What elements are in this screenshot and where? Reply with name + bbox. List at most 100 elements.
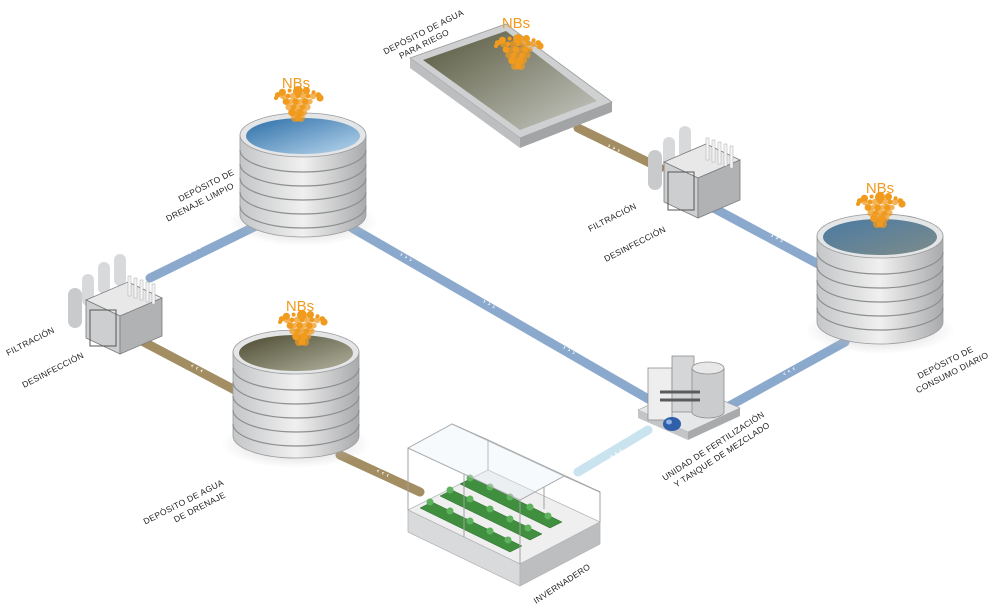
nb-bubble	[525, 41, 531, 47]
nb-bubble	[505, 51, 513, 59]
nb-bubble	[527, 46, 533, 53]
nb-bubble	[301, 338, 309, 346]
nb-bubble	[521, 46, 529, 53]
pipes: › › › › › › › › › › › › › › › ‹ ‹ ‹ ‹ ‹ …	[135, 123, 850, 497]
nb-bubble	[498, 36, 506, 44]
nb-bubble	[898, 200, 906, 208]
nbs-label: NBs	[866, 180, 894, 197]
nb-bubble	[869, 194, 874, 199]
greenhouse	[407, 423, 601, 587]
nbs-label: NBs	[282, 75, 310, 92]
nb-bubble	[300, 109, 308, 116]
nb-bubble	[867, 199, 873, 205]
nb-bubble	[536, 42, 544, 50]
nb-bubble	[306, 311, 314, 319]
nb-bubble	[301, 322, 308, 329]
nb-bubble	[282, 98, 290, 105]
label-drain-tank: DEPÓSITO DE AGUA DE DRENAJE	[142, 477, 228, 526]
nb-bubble	[523, 51, 531, 59]
nb-bubble	[879, 204, 886, 211]
nb-bubble	[289, 317, 295, 323]
nb-bubble	[304, 333, 312, 340]
nb-bubble	[867, 209, 875, 217]
nb-bubble	[311, 90, 316, 95]
nb-bubble	[517, 46, 524, 53]
pipe-filter-right-to-daily	[703, 200, 825, 270]
nb-bubble	[860, 194, 869, 202]
nb-bubble	[893, 196, 898, 201]
nb-bubble	[296, 322, 303, 329]
nb-bubble	[316, 94, 324, 102]
pipe-clean-tank-to-fert	[347, 223, 655, 405]
nb-bubble	[291, 312, 296, 317]
nb-bubble	[864, 204, 872, 211]
nb-bubble	[278, 88, 286, 96]
nb-bubble	[309, 317, 315, 323]
nb-bubble	[531, 38, 536, 43]
nb-bubble	[282, 312, 290, 320]
nb-bubble	[505, 41, 511, 47]
nb-bubble	[292, 98, 299, 105]
drain-tank	[221, 329, 371, 468]
nb-bubble	[285, 93, 291, 99]
nb-bubble	[507, 36, 512, 41]
nb-bubble	[307, 98, 313, 105]
nb-bubble	[887, 199, 893, 205]
nb-bubble	[297, 310, 307, 320]
nb-bubble	[320, 318, 328, 326]
nb-bubble	[882, 215, 890, 222]
pipe-greenhouse-to-drain	[335, 450, 425, 497]
nb-bubble	[287, 88, 292, 93]
filtration-unit-right	[648, 126, 741, 219]
nb-bubble	[309, 92, 317, 100]
label-filtration-right: FILTRACIÓN	[586, 201, 638, 234]
nbs-label: NBs	[502, 15, 530, 32]
nb-bubble	[884, 193, 893, 201]
nb-bubble	[293, 86, 303, 96]
nb-bubble	[289, 327, 297, 335]
nb-bubble	[286, 322, 294, 329]
daily-consumption-tank	[805, 213, 955, 354]
nb-bubble	[529, 40, 537, 48]
label-disinfection-left: DESINFECCIÓN	[20, 350, 85, 390]
nb-bubble	[305, 93, 311, 99]
label-disinfection-right: DESINFECCIÓN	[602, 224, 667, 264]
label-filtration-left: FILTRACIÓN	[4, 325, 56, 358]
nb-bubble	[285, 103, 293, 111]
nb-bubble	[292, 322, 298, 329]
nb-bubble	[874, 204, 881, 211]
nb-bubble	[305, 322, 313, 329]
nb-bubble	[883, 204, 891, 211]
nb-bubble	[891, 198, 899, 206]
pipe-fert-to-greenhouse	[573, 425, 653, 477]
nb-bubble	[889, 204, 895, 211]
nb-bubble	[502, 46, 510, 53]
nb-bubble	[302, 87, 310, 95]
nb-bubble	[288, 98, 294, 105]
nb-bubble	[870, 204, 876, 211]
nb-bubble	[517, 62, 525, 70]
nbs-label: NBs	[286, 298, 314, 315]
nb-bubble	[522, 35, 531, 43]
nb-bubble	[508, 46, 514, 53]
clean-drain-tank	[228, 112, 378, 246]
nb-bubble	[315, 314, 320, 319]
nb-bubble	[875, 192, 885, 202]
nb-bubble	[885, 209, 893, 217]
nb-bubble	[313, 316, 321, 324]
nb-bubble	[301, 98, 309, 105]
nb-bubble	[879, 220, 887, 228]
pipe-daily-to-fert	[717, 337, 850, 415]
pipe-riego-to-filter	[573, 123, 665, 173]
nb-bubble	[513, 34, 523, 44]
nb-bubble	[307, 327, 315, 335]
nb-bubble	[297, 98, 304, 105]
nb-bubble	[297, 114, 305, 122]
nb-bubble	[512, 46, 519, 53]
filtration-unit-left	[68, 254, 163, 355]
fertilization-unit	[637, 355, 741, 440]
label-clean-drain-tank: DEPÓSITO DE DRENAJE LIMPIO	[164, 167, 236, 223]
nbs-bubbles	[274, 34, 906, 346]
nb-bubble	[520, 57, 528, 64]
